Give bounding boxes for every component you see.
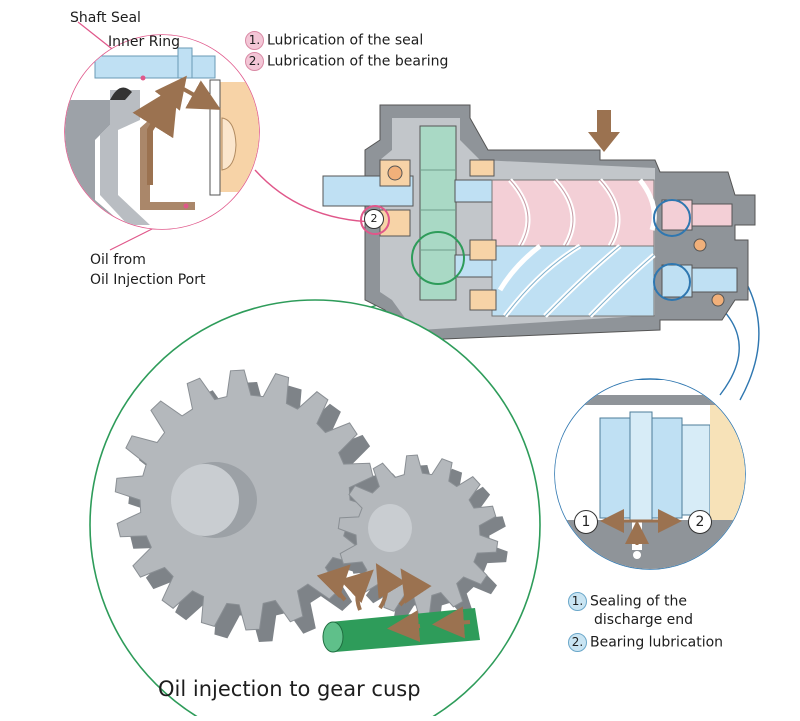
legend-number-badge: 2. (245, 52, 264, 71)
seal-detail-view (64, 34, 260, 230)
gear-cusp-detail-view (89, 299, 541, 721)
oil-spray-arrow (398, 568, 432, 607)
oil-spray-arrow (316, 564, 351, 602)
shaft-seal-label: Shaft Seal (70, 10, 141, 26)
oil-spray-arrow (375, 563, 407, 610)
oil-pipe-end (322, 621, 344, 653)
discharge-end-detail-view (554, 378, 746, 570)
legend-number-badge: 1. (568, 592, 587, 611)
inner-ring-label: Inner Ring (108, 34, 181, 50)
legend-number-badge: 2. (568, 633, 587, 652)
oil-spray-arrow (387, 610, 421, 643)
small-gear-hub (368, 504, 412, 552)
oil-spray-arrow (339, 569, 374, 611)
detail-badge-1: 1 (574, 510, 598, 534)
inlet-arrow-icon (588, 110, 620, 152)
legend-text: Lubrication of the seal (267, 32, 424, 49)
large-gear-hub (171, 464, 239, 536)
legend-text: Bearing lubrication (590, 634, 724, 651)
detail-badge-2: 2 (688, 510, 712, 534)
legend-text: Sealing of the (590, 593, 687, 610)
legend-top-item-1: 1.Lubrication of the seal (245, 31, 423, 50)
legend-bottom-item-2: 2.Bearing lubrication (568, 633, 723, 652)
compressor-cross-section (322, 104, 756, 341)
legend-bottom-item-1-line2: discharge end (594, 612, 694, 628)
oil-injection-port-label: Oil Injection Port (90, 272, 206, 288)
legend-number-badge: 1. (245, 31, 264, 50)
gear-caption: Oil injection to gear cusp (158, 677, 421, 701)
oil-spray-arrow (432, 606, 471, 639)
legend-text: Lubrication of the bearing (267, 53, 449, 70)
seal-badge-2: 2 (364, 209, 384, 229)
legend-top-item-2: 2.Lubrication of the bearing (245, 52, 448, 71)
oil-from-label: Oil from (90, 252, 146, 268)
legend-bottom-item-1: 1.Sealing of the (568, 592, 687, 611)
